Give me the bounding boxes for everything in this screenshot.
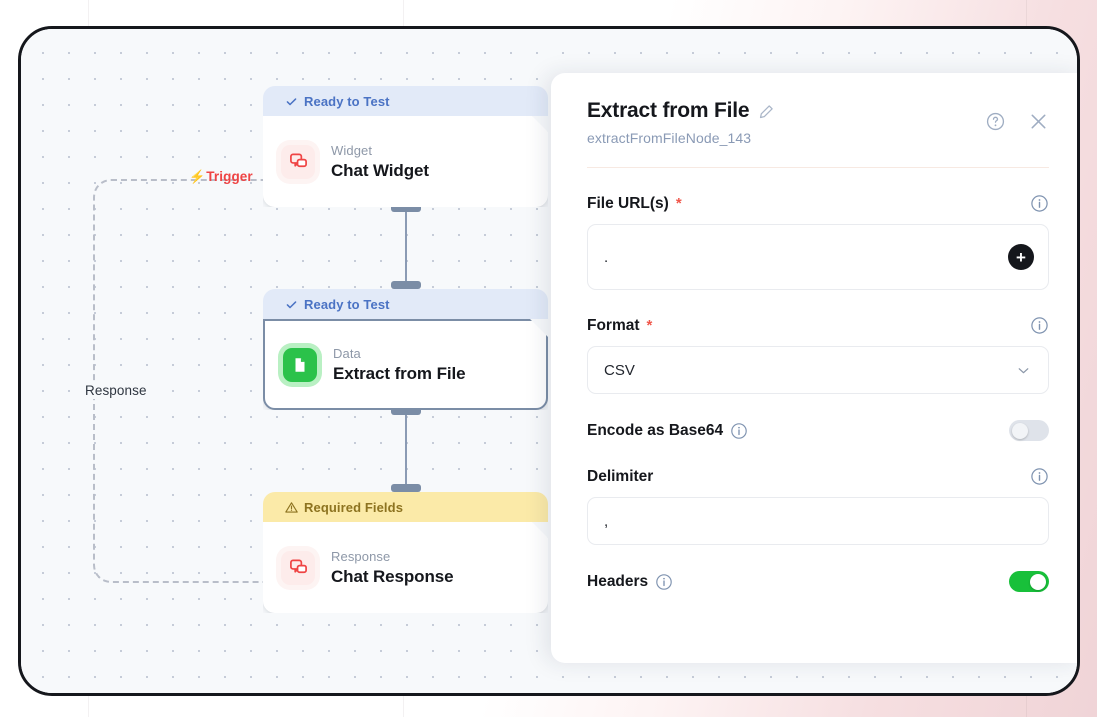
file-data-icon bbox=[283, 348, 317, 382]
add-file-url-button[interactable]: + bbox=[1008, 244, 1034, 270]
trigger-label: ⚡ Trigger bbox=[189, 169, 253, 184]
field-encode-as-base64: Encode as Base64 bbox=[587, 420, 1049, 441]
info-icon[interactable] bbox=[730, 422, 748, 440]
required-marker: * bbox=[675, 195, 682, 212]
field-format: Format * CSV bbox=[587, 316, 1049, 394]
panel-divider bbox=[587, 167, 1049, 168]
field-label-headers: Headers bbox=[587, 572, 649, 590]
panel-node-id: extractFromFileNode_143 bbox=[587, 130, 752, 146]
node-status-badge: Required Fields bbox=[263, 492, 548, 522]
node-connector-1 bbox=[391, 204, 421, 289]
node-kind-label: Response bbox=[331, 548, 391, 564]
node-status-text: Ready to Test bbox=[304, 93, 390, 109]
trigger-response-loop-connector bbox=[93, 179, 293, 583]
workflow-node-chat-response[interactable]: Required Fields Response Chat Response bbox=[263, 492, 548, 613]
node-title: Chat Response bbox=[331, 566, 454, 586]
info-icon[interactable] bbox=[655, 573, 673, 591]
trigger-label-text: Trigger bbox=[206, 169, 253, 184]
node-status-badge: Ready to Test bbox=[263, 86, 548, 116]
format-selected-value: CSV bbox=[604, 361, 635, 379]
help-circle-icon[interactable] bbox=[985, 111, 1006, 132]
info-icon[interactable] bbox=[1030, 467, 1049, 486]
node-status-text: Ready to Test bbox=[304, 296, 390, 312]
workflow-node-chat-widget[interactable]: Ready to Test Widget Chat Widget bbox=[263, 86, 548, 207]
node-status-text: Required Fields bbox=[304, 499, 404, 515]
field-delimiter: Delimiter , bbox=[587, 467, 1049, 545]
node-title: Extract from File bbox=[333, 363, 466, 383]
check-icon bbox=[286, 97, 297, 105]
info-icon[interactable] bbox=[1030, 316, 1049, 335]
chat-response-icon bbox=[281, 551, 315, 585]
workflow-node-extract-from-file[interactable]: Ready to Test Data Extract from File bbox=[263, 289, 548, 410]
workflow-canvas-frame: ⚡ Trigger Response Ready to Test bbox=[18, 26, 1080, 696]
field-label-encode-base64: Encode as Base64 bbox=[587, 421, 724, 439]
lightning-bolt-icon: ⚡ bbox=[189, 169, 206, 184]
node-status-badge: Ready to Test bbox=[263, 289, 548, 319]
file-urls-value: . bbox=[604, 248, 609, 266]
field-label-delimiter: Delimiter bbox=[587, 467, 654, 485]
panel-title: Extract from File bbox=[587, 99, 750, 122]
node-properties-panel: Extract from File extractFromFileNode_14… bbox=[551, 73, 1077, 663]
format-select[interactable]: CSV bbox=[587, 346, 1049, 394]
node-kind-label: Widget bbox=[331, 142, 373, 158]
required-marker: * bbox=[646, 317, 653, 334]
check-icon bbox=[286, 300, 297, 308]
node-kind-label: Data bbox=[333, 345, 361, 361]
response-label: Response bbox=[81, 382, 151, 399]
node-connector-2 bbox=[391, 407, 421, 492]
field-headers: Headers bbox=[587, 571, 1049, 592]
file-urls-input[interactable]: . + bbox=[587, 224, 1049, 290]
panel-header: Extract from File extractFromFileNode_14… bbox=[587, 99, 1049, 146]
pencil-icon[interactable] bbox=[758, 103, 775, 120]
close-icon[interactable] bbox=[1028, 111, 1049, 132]
encode-base64-toggle[interactable] bbox=[1009, 420, 1049, 441]
chat-widget-icon bbox=[281, 145, 315, 179]
headers-toggle[interactable] bbox=[1009, 571, 1049, 592]
node-title: Chat Widget bbox=[331, 160, 429, 180]
chevron-down-icon[interactable] bbox=[1015, 362, 1032, 379]
warning-triangle-icon bbox=[285, 501, 298, 513]
field-label-format: Format bbox=[587, 316, 640, 334]
field-label-file-urls: File URL(s) bbox=[587, 194, 669, 212]
delimiter-input[interactable]: , bbox=[587, 497, 1049, 545]
field-file-urls: File URL(s) * . + bbox=[587, 194, 1049, 290]
workflow-canvas[interactable]: ⚡ Trigger Response Ready to Test bbox=[21, 29, 1077, 693]
delimiter-value: , bbox=[604, 512, 609, 530]
info-icon[interactable] bbox=[1030, 194, 1049, 213]
